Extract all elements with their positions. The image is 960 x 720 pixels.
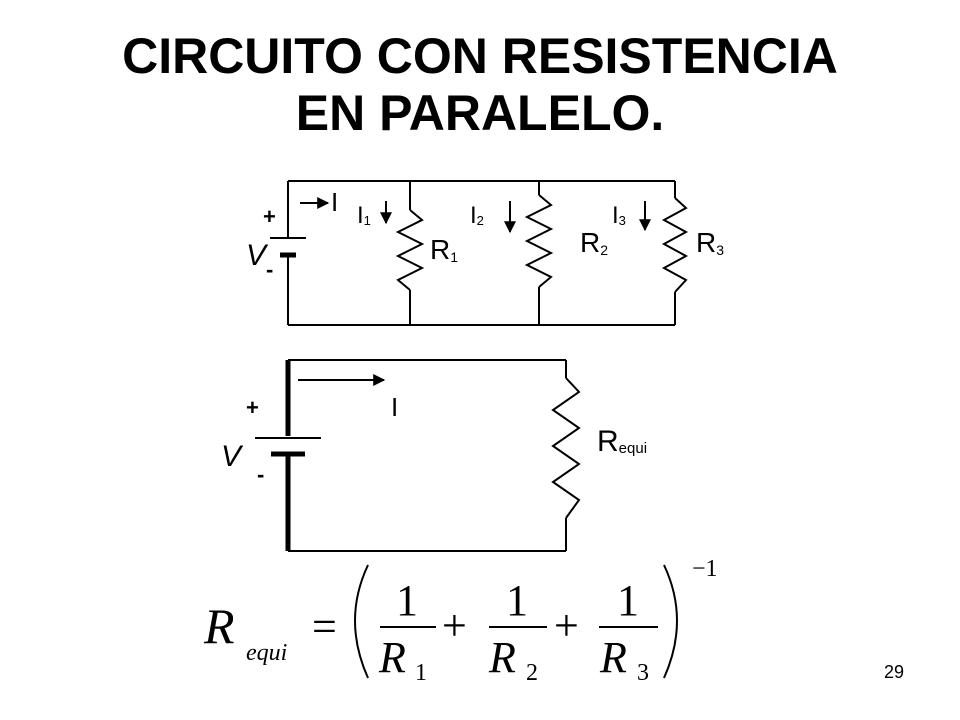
page-number: 29 xyxy=(883,662,904,682)
denominator-r3: R xyxy=(599,633,627,682)
plus-label: + xyxy=(263,204,276,229)
minus-label: - xyxy=(266,257,273,282)
exponent-minus-one: −1 xyxy=(692,556,718,582)
current-i3-label: I3 xyxy=(612,202,626,229)
resistor-r1-label: R1 xyxy=(430,234,458,265)
title-line-2: EN PARALELO. xyxy=(295,85,665,141)
denominator-r3-sub: 3 xyxy=(637,660,649,686)
resistor-requi xyxy=(551,377,581,519)
eq-plus-label: + xyxy=(246,395,259,420)
eq-current-label: I xyxy=(391,392,398,422)
plus-sign-1: + xyxy=(442,601,467,650)
plus-sign-2: + xyxy=(554,601,579,650)
resistor-r3-label: R3 xyxy=(696,227,724,258)
current-i2-label: I2 xyxy=(470,202,484,229)
resistor-r2 xyxy=(524,194,554,288)
denominator-r1: R xyxy=(378,633,406,682)
formula-lhs: R xyxy=(203,598,235,654)
numerator-3: 1 xyxy=(617,576,639,625)
numerator-2: 1 xyxy=(506,576,528,625)
resistor-r2-label: R2 xyxy=(580,227,608,258)
eq-minus-label: - xyxy=(257,462,264,487)
equivalent-resistance-formula: R equi = 1 1 1 + + R 1 R 2 R 3 −1 xyxy=(203,556,718,686)
left-paren xyxy=(354,564,369,679)
resistor-r3 xyxy=(661,197,689,293)
resistor-requi-label: Requi xyxy=(597,425,647,458)
formula-equals: = xyxy=(312,602,337,651)
current-total-label: I xyxy=(331,187,338,217)
eq-voltage-label: V xyxy=(221,440,244,473)
voltage-label: V xyxy=(246,239,269,272)
current-i1-label: I1 xyxy=(357,202,371,229)
resistor-r1 xyxy=(395,209,425,291)
right-paren xyxy=(663,564,678,679)
slide-title: CIRCUITO CON RESISTENCIA EN PARALELO. xyxy=(0,28,960,142)
parallel-circuit: + - V I I1 I2 I3 R1 R2 R3 xyxy=(246,180,724,326)
denominator-r2: R xyxy=(488,633,516,682)
title-line-1: CIRCUITO CON RESISTENCIA xyxy=(122,28,838,84)
numerator-1: 1 xyxy=(396,576,418,625)
formula-lhs-sub: equi xyxy=(246,640,287,666)
denominator-r2-sub: 2 xyxy=(526,660,538,686)
denominator-r1-sub: 1 xyxy=(415,660,427,686)
equivalent-circuit: + - V I Requi xyxy=(221,359,647,552)
